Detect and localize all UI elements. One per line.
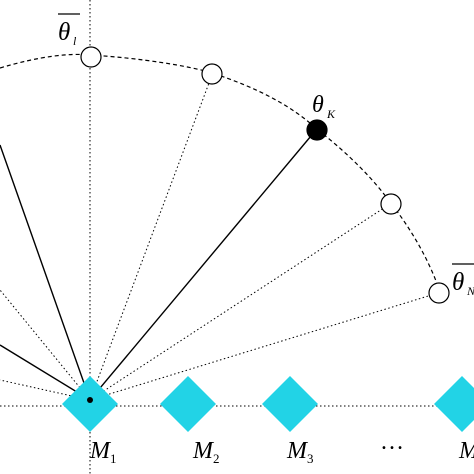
label-theta-r: θ N (452, 263, 474, 298)
svg-text:M: M (89, 438, 112, 464)
sensor-m1 (62, 376, 118, 432)
node-theta-k (306, 119, 328, 141)
ray-to-node-2 (89, 74, 213, 401)
svg-text:2: 2 (213, 451, 220, 466)
svg-text:3: 3 (307, 451, 314, 466)
svg-text:M: M (192, 438, 215, 464)
svg-text:θ: θ (312, 92, 324, 118)
svg-text:N: N (466, 284, 474, 298)
node-theta-r (428, 282, 450, 304)
svg-text:1: 1 (110, 451, 117, 466)
svg-text:M: M (458, 438, 474, 464)
label-m3: M 3 (286, 438, 314, 466)
sensor-m3 (262, 376, 318, 432)
label-m2: M 2 (192, 438, 220, 466)
svg-text:θ: θ (452, 269, 464, 296)
label-m-last: M (458, 438, 474, 464)
dashed-arc (0, 53, 441, 293)
ray-left-1 (0, 289, 91, 401)
sensor-m-last (434, 376, 474, 432)
node-4 (380, 193, 402, 215)
label-theta-k: θ K (312, 92, 336, 121)
ray-to-theta-k (89, 129, 317, 401)
label-theta-l: θ l (58, 13, 80, 48)
ray-to-node-theta-r (89, 292, 439, 401)
label-m1: M 1 (89, 438, 117, 466)
svg-text:M: M (286, 438, 309, 464)
svg-text:l: l (73, 34, 77, 48)
sensor-m2 (160, 376, 216, 432)
node-2 (201, 63, 223, 85)
ray-left-solid-1 (0, 144, 91, 401)
node-theta-l (80, 46, 102, 68)
ray-left-2 (0, 379, 91, 401)
ray-left-solid-2 (0, 344, 91, 401)
origin-point (87, 397, 93, 403)
ray-to-node-4 (89, 203, 391, 401)
label-ellipsis: … (380, 429, 404, 455)
svg-text:K: K (326, 107, 336, 121)
svg-text:θ: θ (58, 19, 70, 46)
